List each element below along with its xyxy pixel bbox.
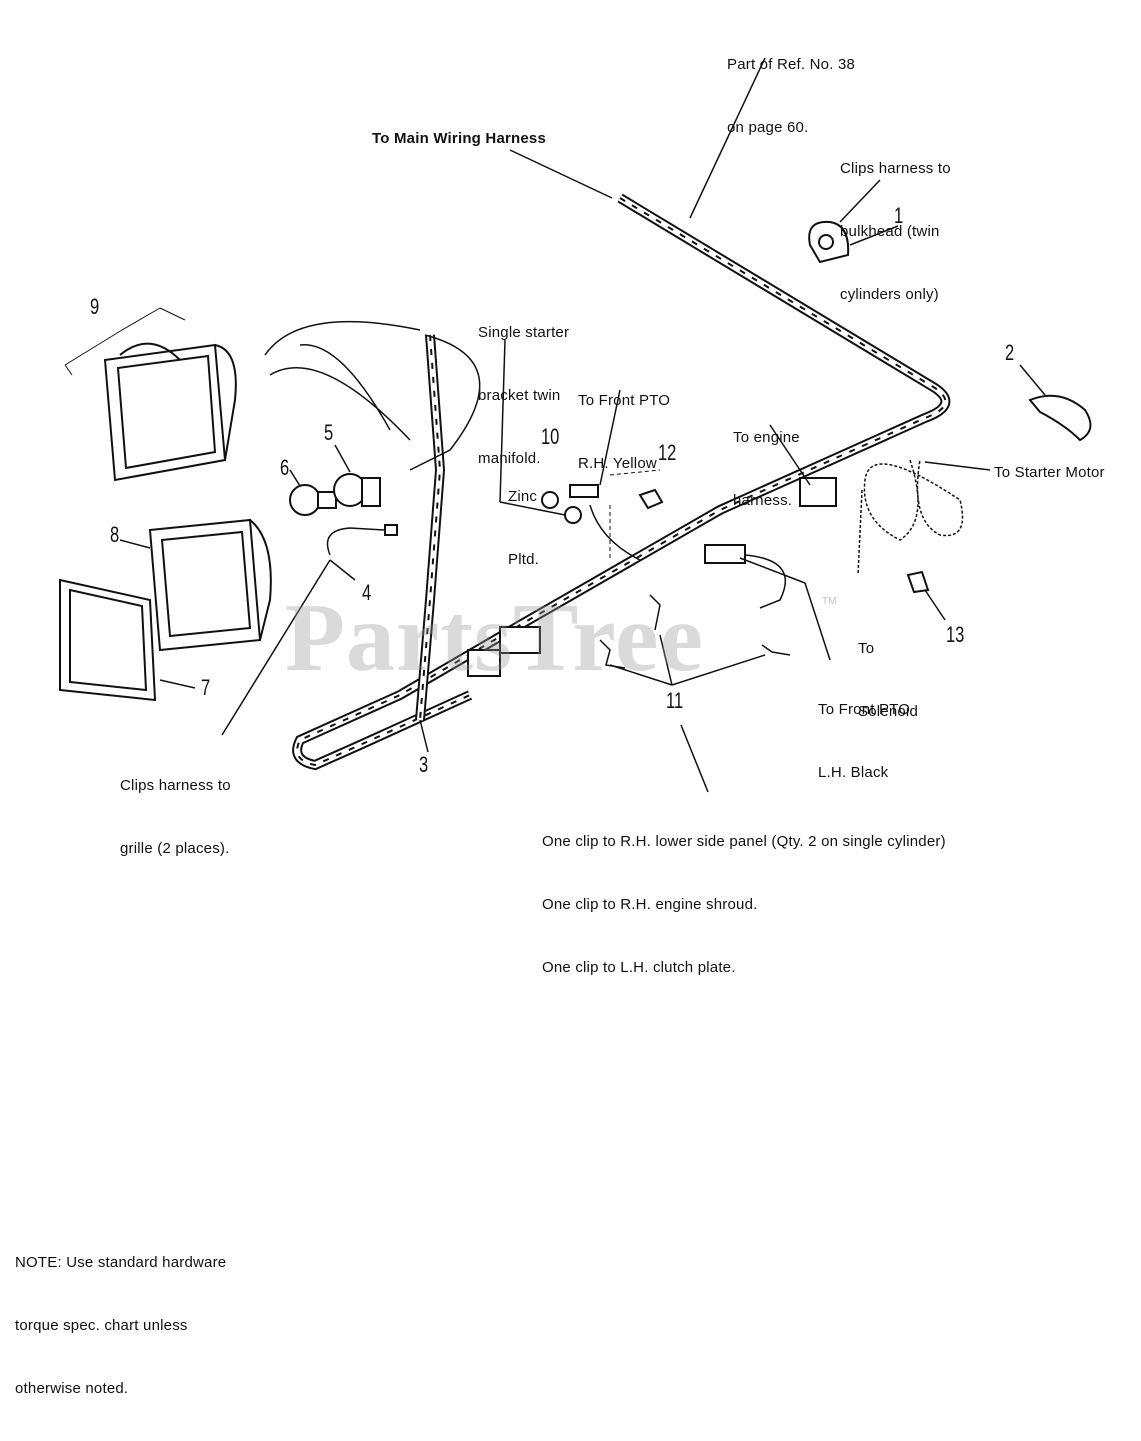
label-starter-motor: To Starter Motor [994, 464, 1105, 481]
connector-b [467, 649, 501, 677]
callout-5: 5 [324, 420, 334, 445]
callout-11: 11 [666, 688, 684, 713]
clip-part-13 [906, 570, 930, 594]
lens-part-7 [59, 578, 157, 702]
wire-part-4 [326, 527, 386, 556]
boot-part-2 [1019, 364, 1092, 442]
lamp-housing-part-8 [148, 518, 272, 652]
label-part-of-ref: Part of Ref. No. 38 on page 60. [727, 56, 856, 136]
connector-a [499, 626, 541, 654]
clips-part-11 [599, 594, 791, 686]
callout-2: 2 [1005, 340, 1015, 365]
callout-8: 8 [110, 522, 120, 547]
main-wiring-harness [264, 193, 951, 771]
callout-10: 10 [541, 424, 560, 449]
callout-3: 3 [419, 752, 429, 777]
label-hardware-note: NOTE: Use standard hardware torque spec.… [15, 1254, 227, 1397]
diagram-drawing [59, 57, 1092, 793]
parts-diagram: PartsTree TM Part of Ref. No. 38 on page… [15, 56, 1105, 1397]
callout-6: 6 [280, 455, 290, 480]
headlamp-part-9 [103, 342, 237, 482]
label-clip-notes: One clip to R.H. lower side panel (Qty. … [542, 833, 946, 976]
leader-lines [419, 57, 881, 753]
engine-connector [799, 477, 837, 507]
watermark-trademark: TM [822, 596, 837, 607]
callout-13: 13 [946, 622, 965, 647]
label-single-starter: Single starter bracket twin manifold. [478, 324, 570, 467]
watermark: PartsTree [285, 584, 704, 692]
socket-part-5 [333, 473, 381, 507]
callout-9: 9 [90, 294, 100, 319]
clip-part-1 [808, 220, 899, 264]
label-engine-harness: To engine harness. [733, 429, 800, 509]
label-main-harness: To Main Wiring Harness [372, 130, 547, 147]
bulb-part-6 [289, 484, 321, 516]
bolt-part-12 [638, 488, 664, 510]
washer-part-10 [541, 491, 559, 509]
callout-1: 1 [894, 203, 904, 228]
label-zinc-plated: Zinc Pltd. [508, 488, 540, 568]
callout-4: 4 [362, 580, 372, 605]
label-clips-grille: Clips harness to grille (2 places). [120, 777, 231, 857]
label-clips-bulkhead: Clips harness to bulkhead (twin cylinder… [840, 160, 951, 303]
callout-12: 12 [658, 440, 677, 465]
label-front-pto-rh: To Front PTO R.H. Yellow [578, 392, 671, 472]
starter-wire [863, 459, 964, 541]
pto-connector [704, 544, 746, 564]
label-front-pto-lh: To Front PTO L.H. Black [818, 701, 911, 781]
callout-7: 7 [201, 675, 211, 700]
label-solenoid: To Solenoid [858, 640, 918, 720]
